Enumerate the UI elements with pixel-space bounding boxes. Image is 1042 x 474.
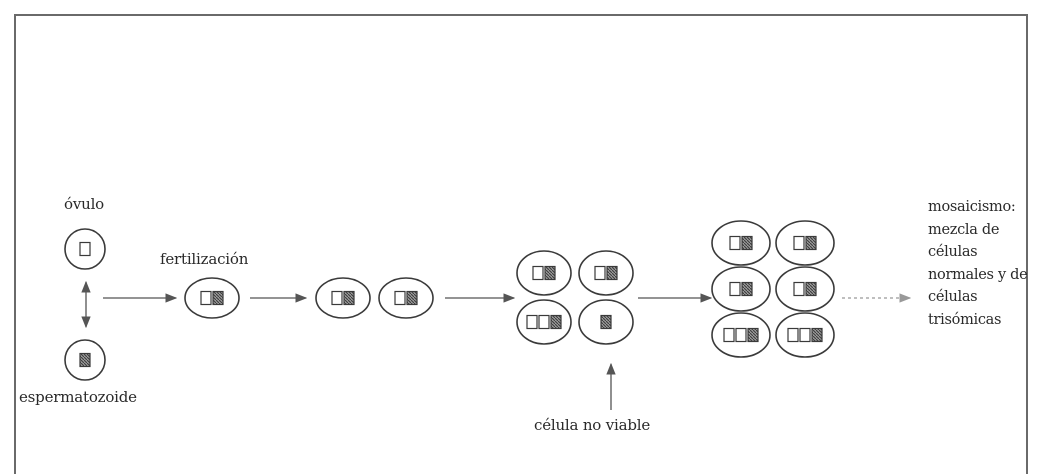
note-line: trisómicas <box>928 311 1002 328</box>
cell-outline <box>578 250 634 296</box>
four-cell-top-right <box>578 250 634 296</box>
open-chromosome-icon <box>793 235 805 251</box>
mosaicism-note: mosaicismo: mezcla de células normales y… <box>928 196 1028 331</box>
filled-chromosome-icon <box>805 235 817 251</box>
trisomy-mosaicism-diagram <box>64 220 912 410</box>
four-cell-bottom-left-trisomic <box>516 299 572 345</box>
six-cell-r3-right-trisomic <box>775 312 835 358</box>
filled-chromosome-icon <box>811 327 823 343</box>
open-chromosome-icon <box>532 265 544 281</box>
six-cell-r2-left <box>711 266 771 312</box>
arrows-layer <box>81 280 713 410</box>
filled-chromosome-icon <box>741 281 753 297</box>
filled-chromosome-icon <box>741 235 753 251</box>
open-chromosome-icon <box>793 281 805 297</box>
four-cell-top-left <box>516 250 572 296</box>
ovum-cell <box>64 228 106 270</box>
open-chromosome-icon <box>723 327 735 343</box>
note-line: células <box>928 244 978 260</box>
espermatozoide-label: espermatozoide <box>19 388 137 406</box>
cell-outline <box>184 277 240 319</box>
open-chromosome-icon <box>594 265 606 281</box>
open-chromosome-icon <box>729 281 741 297</box>
sperm-cell <box>64 339 106 381</box>
cell-outline <box>315 277 371 319</box>
six-cell-r1-left <box>711 220 771 266</box>
fertilizacion-label: fertilización <box>160 250 249 268</box>
note-line: normales y de <box>928 266 1028 283</box>
filled-chromosome-icon <box>212 290 224 306</box>
open-chromosome-icon <box>200 290 212 306</box>
six-cell-r2-right <box>775 266 835 312</box>
six-cell-r3-left-trisomic <box>711 312 771 358</box>
filled-chromosome-icon <box>79 352 91 368</box>
cell-outline <box>711 220 771 266</box>
cell-outline <box>711 266 771 312</box>
zygote-cell <box>184 277 240 319</box>
ovulo-label: óvulo <box>64 195 104 213</box>
note-line: mosaicismo: <box>928 199 1016 215</box>
filled-chromosome-icon <box>406 290 418 306</box>
filled-chromosome-icon <box>747 327 759 343</box>
open-chromosome-icon <box>735 327 747 343</box>
filled-chromosome-icon <box>343 290 355 306</box>
filled-chromosome-icon <box>600 314 612 330</box>
open-chromosome-icon <box>331 290 343 306</box>
cell-outline <box>516 250 572 296</box>
open-chromosome-icon <box>799 327 811 343</box>
cell-outline <box>378 277 434 319</box>
celula-no-viable-label: célula no viable <box>534 416 650 434</box>
filled-chromosome-icon <box>606 265 618 281</box>
cells-layer <box>64 220 835 381</box>
open-chromosome-icon <box>787 327 799 343</box>
open-chromosome-icon <box>79 241 91 257</box>
filled-chromosome-icon <box>805 281 817 297</box>
open-chromosome-icon <box>729 235 741 251</box>
six-cell-r1-right <box>775 220 835 266</box>
open-chromosome-icon <box>526 314 538 330</box>
open-chromosome-icon <box>538 314 550 330</box>
diagram-frame <box>14 14 1028 474</box>
open-chromosome-icon <box>394 290 406 306</box>
filled-chromosome-icon <box>544 265 556 281</box>
two-cell-left <box>315 277 371 319</box>
four-cell-nonviable <box>578 299 634 345</box>
cell-outline <box>775 266 835 312</box>
cell-outline <box>775 220 835 266</box>
note-line: mezcla de <box>928 221 1000 238</box>
filled-chromosome-icon <box>550 314 562 330</box>
note-line: células <box>928 289 978 305</box>
two-cell-right <box>378 277 434 319</box>
